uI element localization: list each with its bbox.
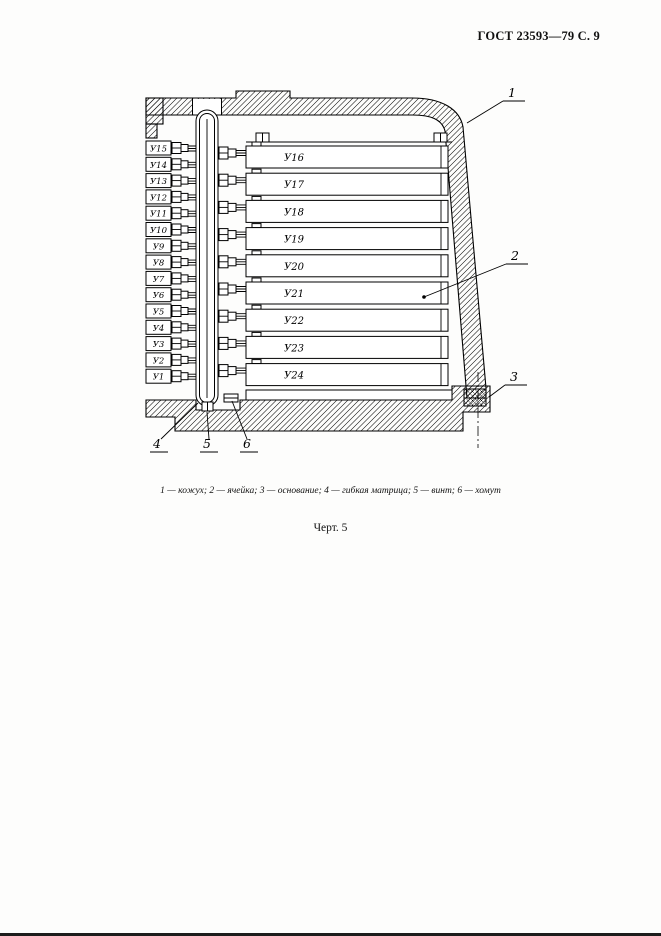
gost-header: ГОСТ 23593—79 С. 9 — [477, 29, 600, 43]
left-cell-row: У5 — [145, 303, 196, 319]
left-cell-label: У3 — [153, 340, 165, 350]
left-cell-label: У4 — [153, 324, 165, 334]
callout-label: 5 — [203, 436, 211, 451]
left-cell-label: У6 — [153, 291, 165, 301]
figure-number: Черт. 5 — [313, 522, 348, 534]
callout-1: 1 — [466, 85, 525, 124]
callout-3: 3 — [488, 369, 527, 398]
left-cell-label: У14 — [150, 161, 167, 171]
callout-6: 6 — [231, 400, 258, 453]
cell-label: У17 — [284, 180, 305, 191]
left-cell-row: У13 — [145, 173, 196, 189]
left-cell-label: У12 — [150, 193, 167, 203]
callout-5: 5 — [200, 411, 218, 453]
left-cell-label: У1 — [153, 373, 165, 383]
callout-4: 4 — [150, 402, 199, 453]
casing-slot — [192, 99, 222, 115]
left-cell-row: У1 — [145, 368, 196, 384]
left-cell-row: У3 — [145, 336, 196, 352]
flexible-matrix-tube — [195, 109, 219, 407]
scan-edge — [0, 933, 661, 936]
left-cell-row: У9 — [145, 238, 196, 254]
clamp — [223, 393, 239, 403]
left-cell-label: У5 — [153, 308, 165, 318]
cell-row: У20 — [218, 250, 449, 278]
left-cell-row: У15 — [145, 140, 196, 156]
screw — [201, 401, 214, 412]
left-cell-label: У11 — [150, 210, 167, 220]
left-cell-row: У8 — [145, 254, 196, 270]
seal-crosshatch — [463, 388, 487, 407]
bottom-plate — [245, 389, 453, 401]
bolt — [433, 132, 448, 143]
cell-row: У23 — [218, 331, 449, 359]
cell-row: У19 — [218, 223, 449, 251]
callout-label: 4 — [152, 436, 161, 451]
cell-row: У16 — [218, 141, 449, 169]
cell-row: У21 — [218, 277, 449, 305]
bolt — [255, 132, 270, 143]
cell-label: У18 — [284, 207, 304, 218]
left-cell-label: У13 — [150, 177, 167, 187]
left-cell-row: У2 — [145, 352, 196, 368]
figure-caption: 1 — кожух; 2 — ячейка; 3 — основание; 4 … — [160, 486, 501, 496]
callout-label: 2 — [510, 248, 519, 263]
left-cell-row: У4 — [145, 319, 196, 335]
cell-label: У21 — [284, 289, 304, 300]
left-cell-label: У8 — [153, 259, 165, 269]
cell-row: У22 — [218, 304, 449, 332]
cell-label: У20 — [284, 262, 305, 273]
cell-block-plates — [245, 132, 453, 401]
cell-row: У18 — [218, 195, 449, 223]
cell-label: У24 — [284, 371, 304, 382]
callout-label: 6 — [243, 436, 251, 451]
callout-labels: 1 2 3 4 5 6 — [150, 85, 528, 453]
left-cell-row: У11 — [145, 205, 196, 221]
casing — [145, 90, 487, 399]
left-cell-row: У12 — [145, 189, 196, 205]
left-cell-label: У2 — [153, 356, 165, 366]
left-cell-label: У15 — [150, 145, 167, 155]
cell-row: У24 — [218, 359, 449, 387]
cell-label: У22 — [284, 316, 304, 327]
left-cell-row: У7 — [145, 270, 196, 286]
callout-2: 2 — [422, 248, 528, 299]
cell-label: У23 — [284, 343, 304, 354]
left-cell-label: У10 — [150, 226, 168, 236]
left-cell-row: У10 — [145, 222, 196, 237]
left-cell-label: У9 — [153, 242, 165, 252]
cell-label: У19 — [284, 235, 305, 246]
cell-label: У16 — [284, 153, 305, 164]
cell-row: У17 — [218, 168, 449, 196]
callout-label: 3 — [510, 369, 518, 384]
left-cell-row: У6 — [145, 287, 196, 303]
left-cell-label: У7 — [153, 275, 165, 285]
callout-label: 1 — [508, 85, 516, 100]
left-cell-row: У14 — [145, 156, 196, 172]
